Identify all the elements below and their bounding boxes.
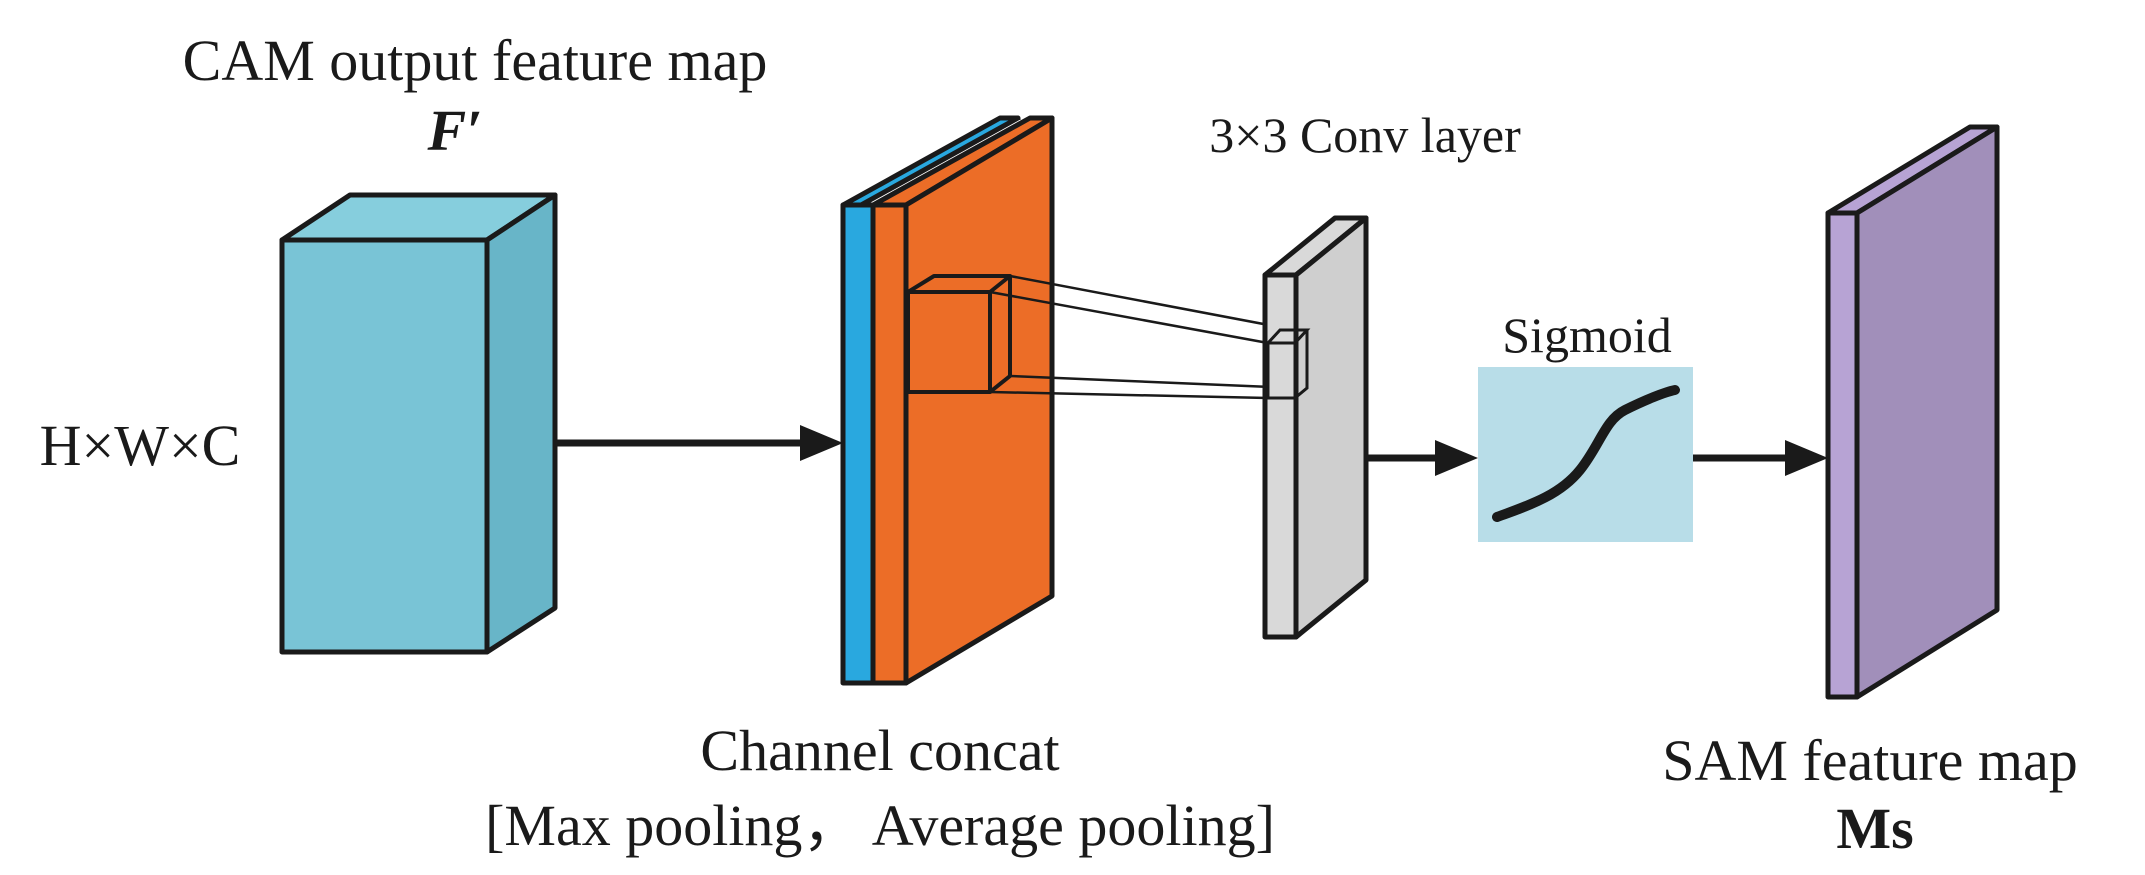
avg-pool-layer-side bbox=[903, 115, 1055, 686]
output-symbol: Ms bbox=[1836, 796, 1913, 861]
arrow-sigmoid-to-output bbox=[1693, 440, 1828, 476]
output-feature-slab bbox=[1825, 124, 2000, 700]
output-slab-side bbox=[1854, 124, 2000, 700]
max-pool-layer-front bbox=[840, 202, 876, 686]
conv-layer-slab bbox=[1262, 215, 1369, 640]
conv-title: 3×3 Conv layer bbox=[1209, 107, 1521, 163]
output-slab-front bbox=[1825, 210, 1860, 700]
concat-subtitle: [Max pooling， Average pooling] bbox=[485, 793, 1275, 858]
input-cube-side bbox=[484, 192, 558, 655]
kernel-projection-lines bbox=[989, 274, 1296, 400]
output-title: SAM feature map bbox=[1662, 728, 2078, 793]
flow-arrows bbox=[555, 425, 1828, 476]
avg-pool-layer-front bbox=[870, 202, 909, 686]
channel-concat-slab bbox=[840, 115, 1055, 686]
arrow-input-to-concat bbox=[555, 425, 843, 461]
input-title: CAM output feature map bbox=[183, 28, 768, 93]
input-cube-front bbox=[279, 237, 490, 655]
conv-layer-front bbox=[1262, 272, 1299, 640]
input-symbol: F′ bbox=[427, 98, 483, 163]
sigmoid-curve bbox=[1492, 385, 1680, 522]
input-dimensions: H×W×C bbox=[40, 413, 241, 478]
input-feature-cube bbox=[279, 192, 558, 655]
concat-title: Channel concat bbox=[700, 718, 1059, 783]
conv-target-cell bbox=[1266, 328, 1311, 400]
conv-layer-side bbox=[1293, 215, 1369, 640]
sigmoid-title: Sigmoid bbox=[1502, 307, 1671, 363]
arrow-conv-to-sigmoid bbox=[1366, 440, 1478, 476]
sigmoid-box bbox=[1478, 367, 1693, 542]
